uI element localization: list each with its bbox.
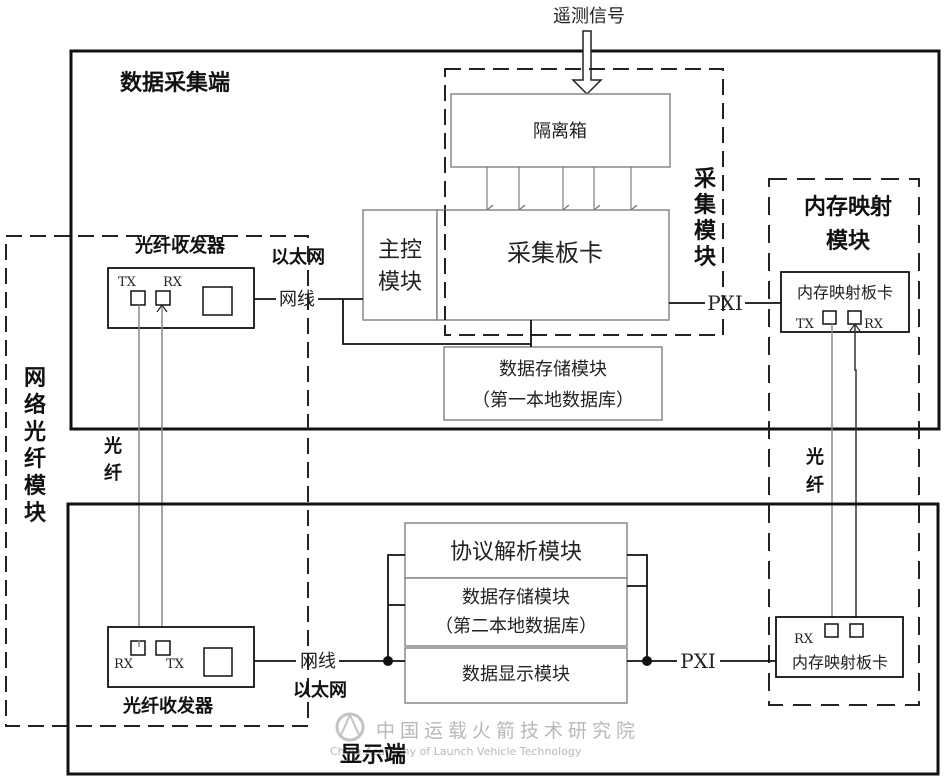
svg-text:络: 络 — [24, 392, 46, 418]
ethernet-port-icon — [203, 647, 233, 677]
acquisition-end-title: 数据采集端 — [120, 70, 230, 96]
svg-text:块: 块 — [24, 501, 47, 526]
svg-text:块: 块 — [694, 245, 717, 270]
storage-module-1 — [443, 346, 663, 421]
transceiver-bottom-rx-label: RX — [114, 657, 134, 672]
memory-map-card-bottom-rx: RX — [794, 632, 814, 647]
transceiver-top-title: 光纤收发器 — [134, 235, 226, 257]
watermark: 中国运载火箭技术研究院 China Academy of Launch Vehi… — [330, 712, 640, 758]
right-fiber-lines — [831, 324, 857, 624]
acquisition-module-frame — [444, 68, 724, 336]
memory-map-card-top-tx: TX — [796, 317, 815, 332]
ethernet-label-top: 以太网 — [271, 246, 325, 268]
main-control-label-1: 主控 — [378, 238, 422, 263]
cable-label-bottom: 网线 — [300, 651, 336, 672]
memory-map-title-2: 模块 — [826, 229, 871, 254]
svg-text:纤: 纤 — [24, 446, 46, 472]
svg-text:集: 集 — [693, 192, 717, 218]
input-signal-label: 遥测信号 — [553, 6, 625, 27]
memory-map-title-1: 内存映射 — [804, 194, 892, 220]
svg-text:光: 光 — [23, 420, 46, 445]
memory-map-card-top-rx: RX — [864, 317, 884, 332]
storage-module-2-line2: （第二本地数据库） — [435, 616, 597, 637]
transceiver-bottom-title: 光纤收发器 — [122, 695, 214, 717]
watermark-en: China Academy of Launch Vehicle Technolo… — [330, 745, 582, 758]
acquisition-end-frame — [69, 49, 941, 431]
transceiver-bottom-tx-label: TX — [166, 657, 185, 672]
storage-module-2 — [404, 577, 628, 647]
transceiver-top-rx-label: RX — [163, 275, 183, 290]
junction-dot-right — [642, 656, 652, 666]
memory-map-card-bottom-label: 内存映射板卡 — [792, 653, 888, 672]
junction-dot-left — [383, 656, 393, 666]
svg-text:网: 网 — [24, 366, 46, 391]
cable-label-top: 网线 — [279, 289, 315, 310]
tx-port-icon — [849, 623, 864, 638]
rx-port-icon — [130, 640, 146, 656]
watermark-logo-icon — [335, 712, 365, 742]
transceiver-bottom — [107, 626, 255, 688]
data-display-module — [404, 647, 628, 704]
storage-module-1-line2: （第一本地数据库） — [472, 390, 634, 411]
protocol-parse-module — [404, 522, 628, 579]
main-control-label-2: 模块 — [378, 270, 422, 295]
network-fiber-module-frame — [5, 235, 309, 727]
isolation-box-label: 隔离箱 — [533, 121, 587, 142]
ethernet-port-icon — [202, 286, 233, 316]
memory-map-card-top-label: 内存映射板卡 — [797, 283, 893, 302]
main-control-module — [362, 209, 438, 321]
transceiver-top-tx-label: TX — [118, 275, 137, 290]
storage-module-1-line1: 数据存储模块 — [499, 359, 607, 380]
memory-map-card-top — [780, 271, 910, 333]
rx-port-icon — [824, 623, 839, 638]
acquisition-module-title: 采 集 模 块 — [693, 167, 717, 270]
tx-port-icon — [822, 310, 837, 325]
watermark-cn: 中国运载火箭技术研究院 — [376, 720, 640, 742]
acquisition-card-label: 采集板卡 — [507, 239, 603, 267]
ethernet-label-bottom: 以太网 — [293, 679, 347, 701]
display-end-title: 显示端 — [340, 743, 406, 768]
input-arrow-icon — [571, 30, 603, 96]
rx-port-icon — [155, 290, 171, 306]
fiber-label-right-1: 光 — [805, 446, 824, 468]
svg-text:模: 模 — [694, 219, 717, 244]
network-fiber-module-title: 网 络 光 纤 模 块 — [23, 366, 47, 526]
tx-port-icon — [155, 640, 171, 656]
svg-text:采: 采 — [694, 167, 716, 192]
pxi-label-top: PXI — [707, 291, 743, 315]
pxi-label-bottom: PXI — [680, 649, 716, 673]
tx-port-icon — [130, 290, 146, 306]
data-display-module-label: 数据显示模块 — [462, 664, 570, 685]
rx-port-icon — [847, 310, 862, 325]
storage-module-2-line1: 数据存储模块 — [462, 587, 570, 608]
protocol-parse-module-label: 协议解析模块 — [450, 540, 582, 565]
svg-text:模: 模 — [24, 474, 47, 499]
acquisition-card — [436, 209, 670, 321]
display-end-frame — [66, 502, 940, 776]
left-fiber-lines — [138, 305, 163, 647]
fiber-label-left-2: 纤 — [104, 462, 122, 484]
fiber-label-right-2: 纤 — [806, 474, 824, 496]
isolation-to-card-arrows — [487, 167, 631, 210]
fiber-label-left-1: 光 — [103, 435, 122, 457]
memory-map-card-bottom — [775, 616, 904, 678]
isolation-box — [450, 93, 671, 168]
